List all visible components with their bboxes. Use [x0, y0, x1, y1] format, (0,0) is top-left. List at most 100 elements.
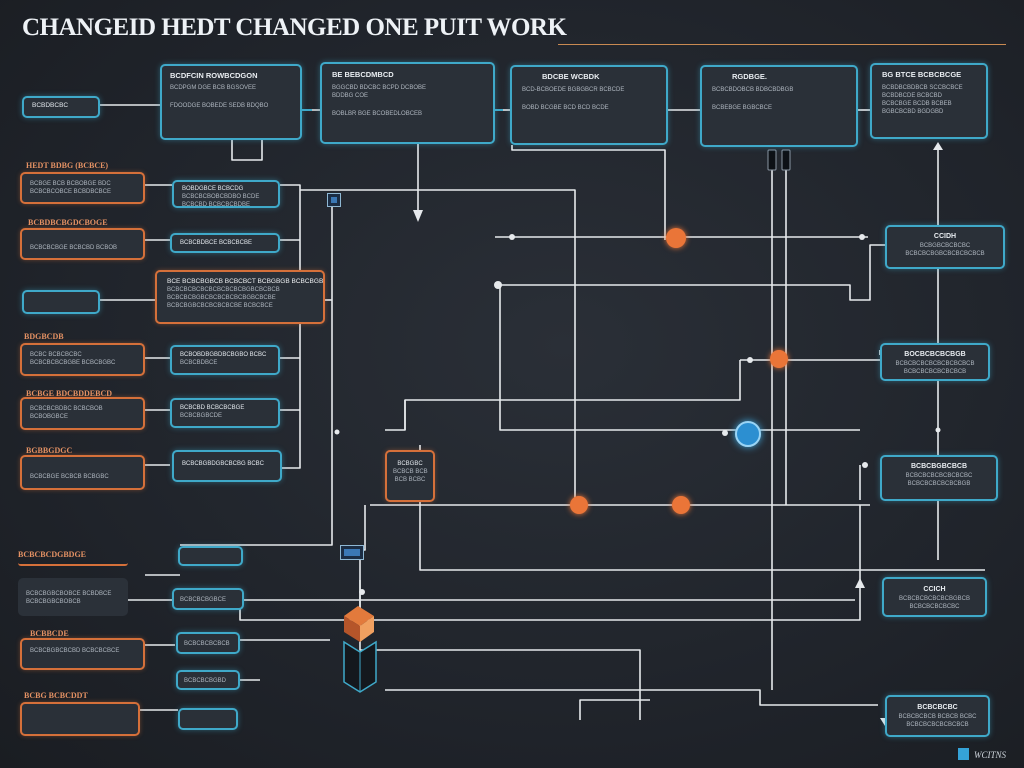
right-box-title: BCBCBGBCBCB: [911, 463, 967, 470]
left-tag-label: BCBCBCDGBDGE: [18, 550, 87, 559]
left-tag-label: BCBBCDE: [30, 629, 69, 638]
right-box[interactable]: BOCBCBCBCBGB BCBCBCBCBCBCBCBCBCB BCBCBCB…: [880, 343, 990, 381]
right-box[interactable]: BCBCBGBCBCB BCBCBCBCBCBCBCBC BCBCBCBCBCB…: [880, 455, 998, 501]
junction-dot: [747, 357, 753, 363]
orange-node[interactable]: [672, 496, 690, 514]
inner-box-title: BCBCBCBGBCE: [180, 597, 227, 603]
left-box[interactable]: BCBCBGE BCBCB BCBGBC: [20, 455, 145, 490]
right-box-line: BCBCBCBGBCBCBCBCBCB: [905, 251, 985, 257]
left-box-line: BCBCBGBCBOBCB: [26, 599, 81, 605]
left-box[interactable]: [20, 702, 140, 736]
left-box[interactable]: BCBCBCBDBC BCBCBOB BCBOBGBCE: [20, 397, 145, 430]
inner-box[interactable]: BOBDGBCE BCBCDG BCBCBCBOBCBDBO BCDE BCBC…: [172, 180, 280, 208]
left-box-line: BCBGE BCB BCBOBGE BDC: [30, 181, 111, 187]
left-tag-label: BDGBCDB: [24, 332, 64, 341]
left-tag-label: BCBG BCBCDDT: [24, 691, 88, 700]
top-box[interactable]: BG BTCE BCBCBCGE BCBDBCBDBCB SCCBCBCE BC…: [870, 63, 988, 139]
junction-dot: [334, 429, 340, 435]
wire: [180, 205, 333, 546]
top-box[interactable]: BCDFCIN ROWBCDGON BCDPGM DGE BCB BGSOVEE…: [160, 64, 302, 140]
orange-node[interactable]: [666, 228, 686, 248]
title-rule: [558, 44, 1006, 45]
inner-box[interactable]: [178, 546, 243, 566]
left-tag-label: HEDT BDBG (BCBCE): [26, 161, 109, 170]
right-box-line: BCBGBCBCBCBC: [919, 243, 971, 249]
inner-box[interactable]: BCBCBDBCE BCBCBCBE: [170, 233, 280, 253]
inner-box-title: BCBCBDBCE BCBCBCBE: [180, 240, 253, 246]
inner-box[interactable]: BCBCBGBDGBCBCBG BCBC: [172, 450, 282, 482]
center-box[interactable]: BCBGBC BCBCB BCB BCB BCBC: [385, 450, 435, 502]
inner-box[interactable]: BCBOBDBGBDBCBGBO BCBC BCBCBDBCE: [170, 345, 280, 375]
inner-box-title: BCBCBCBGBD: [184, 678, 227, 684]
right-box[interactable]: BCBCBCBC BCBCBCBCB BCBCB BCBC BCBCBCBCBC…: [885, 695, 990, 737]
left-box[interactable]: BCBCBGBCBCBD BCBCBCBCE: [20, 638, 145, 670]
top-box[interactable]: RGDBGE. BCBCBDOBCB BDBCBDBGB BCBEBGE BGB…: [700, 65, 858, 147]
inner-box[interactable]: BCBCBCBCBCB: [176, 632, 240, 654]
callout-line: BCBCBCBGBCBCBCBCBCBGBCBCBE: [167, 295, 276, 301]
inner-box[interactable]: BCBCBD BCBCBCBGE BCBCBGBCDE: [170, 398, 280, 428]
left-box-line: BCBOBGBCE: [30, 414, 69, 420]
top-box-line: BGGCBD BDCBC BCPD DCBOBE: [332, 85, 427, 91]
left-box[interactable]: BCBC BCBCBCBC BCBCBCBCBGBE BCBCBGBC: [20, 343, 145, 376]
wire: [239, 504, 870, 621]
left-tag-box[interactable]: BCBDBCBC: [22, 96, 100, 118]
right-box-title: BCBCBCBC: [917, 704, 958, 711]
arrow-head: [855, 578, 865, 588]
wire: [385, 400, 406, 431]
top-box-line: BOBD BCGBE BCD BCD BCDE: [522, 105, 609, 111]
right-box[interactable]: CCIDH BCBGBCBCBCBC BCBCBCBGBCBCBCBCBCB: [885, 225, 1005, 269]
left-box[interactable]: BCBCBGBCBOBCE BCBDBCE BCBCBGBCBOBCB: [18, 578, 128, 616]
chip-icon: [340, 545, 364, 560]
wire: [404, 360, 741, 430]
orange-node[interactable]: [770, 350, 788, 368]
inner-box[interactable]: [178, 708, 238, 730]
top-box-line: BOBLBR BGE BCOBEDLOBCEB: [332, 111, 423, 117]
callout-box[interactable]: BCE BCBCBGBCB BCBCBCT BCBGBGB BCBCBGB BC…: [155, 270, 325, 324]
wire: [579, 699, 650, 720]
junction-dot: [359, 589, 365, 595]
right-box-line: BCBCBCBCBCBCBGB: [907, 481, 971, 487]
top-box-title: RGDBGE.: [732, 72, 768, 81]
blue-node[interactable]: [735, 421, 761, 447]
top-box-line: BCBCBDOBCB BDBCBDBGB: [712, 87, 794, 93]
inner-box-title: BCBOBDBGBDBCBGBO BCBC: [180, 352, 267, 358]
top-box-line: BGBCBCBD BGDGBD: [882, 109, 944, 115]
inner-box[interactable]: BCBCBCBGBD: [176, 670, 240, 690]
right-box[interactable]: CCICH BCBCBCBCBCBCBGBCB BCBCBCBCBCBC: [882, 577, 987, 617]
left-box[interactable]: BCBGE BCB BCBOBGE BDC BCBCBCOBCE BCBDBCB…: [20, 172, 145, 204]
brand-logo-icon: [958, 748, 969, 760]
top-box-line: BCBEBGE BGBCBCE: [712, 105, 773, 111]
footer-label: WCITNS: [974, 750, 1007, 760]
right-box-title: BOCBCBCBCBGB: [904, 351, 966, 358]
left-tag-label: BGBBGDGC: [26, 446, 73, 455]
top-box-title: BDCBE WCBDK: [542, 72, 600, 81]
top-box-line: BDDBG COE: [332, 93, 369, 99]
inner-box[interactable]: BCBCBCBGBCE: [172, 588, 244, 610]
orange-node[interactable]: [570, 496, 588, 514]
right-box-title: CCIDH: [933, 233, 957, 240]
right-box-line: BCBCBCBCB BCBCB BCBC: [898, 714, 977, 720]
top-box[interactable]: BDCBE WCBDK BCD-BCBOEDE BGBGBCR BCBCDE B…: [510, 65, 668, 145]
left-box[interactable]: BCBCBCBGE BCBCBD BCBOB: [20, 228, 145, 260]
right-box-line: BCBCBCBCBCBC: [909, 604, 960, 610]
top-box-line: BCBDBCDE BCBCBD: [882, 93, 943, 99]
top-box-line: BCBCBGE BCDB BCBEB: [882, 101, 952, 107]
top-box-line: BCBDBCBDBCB SCCBCBCE: [882, 85, 963, 91]
top-box[interactable]: BE BEBCDMBCD BGGCBD BDCBC BCPD DCBOBE BD…: [320, 62, 495, 144]
callout-line: BCBCBCBCBCBCBCBCBCBGBCBCBCB: [167, 287, 280, 293]
arrow-head: [933, 142, 943, 150]
wire: [280, 184, 301, 469]
right-box-line: BCBCBCBCBCBCBCB: [903, 369, 967, 375]
wire: [231, 138, 263, 161]
wire: [500, 244, 885, 301]
junction-dot: [859, 234, 865, 240]
left-box-line: BCBCBCBDBC BCBCBOB: [30, 406, 103, 412]
callout-title: BCE BCBCBGBCB BCBCBCT BCBGBGB BCBCBGB: [167, 278, 324, 285]
left-tag-label: BCBGE BDCBDDEBCD: [26, 389, 113, 398]
plug: [767, 149, 777, 171]
left-box[interactable]: [22, 290, 100, 314]
right-box-line: BCBCBCBCBCBCBCBCBCB: [895, 361, 975, 367]
left-tag-text: BCBDBCBC: [32, 102, 69, 109]
junction-dot: [722, 430, 728, 436]
